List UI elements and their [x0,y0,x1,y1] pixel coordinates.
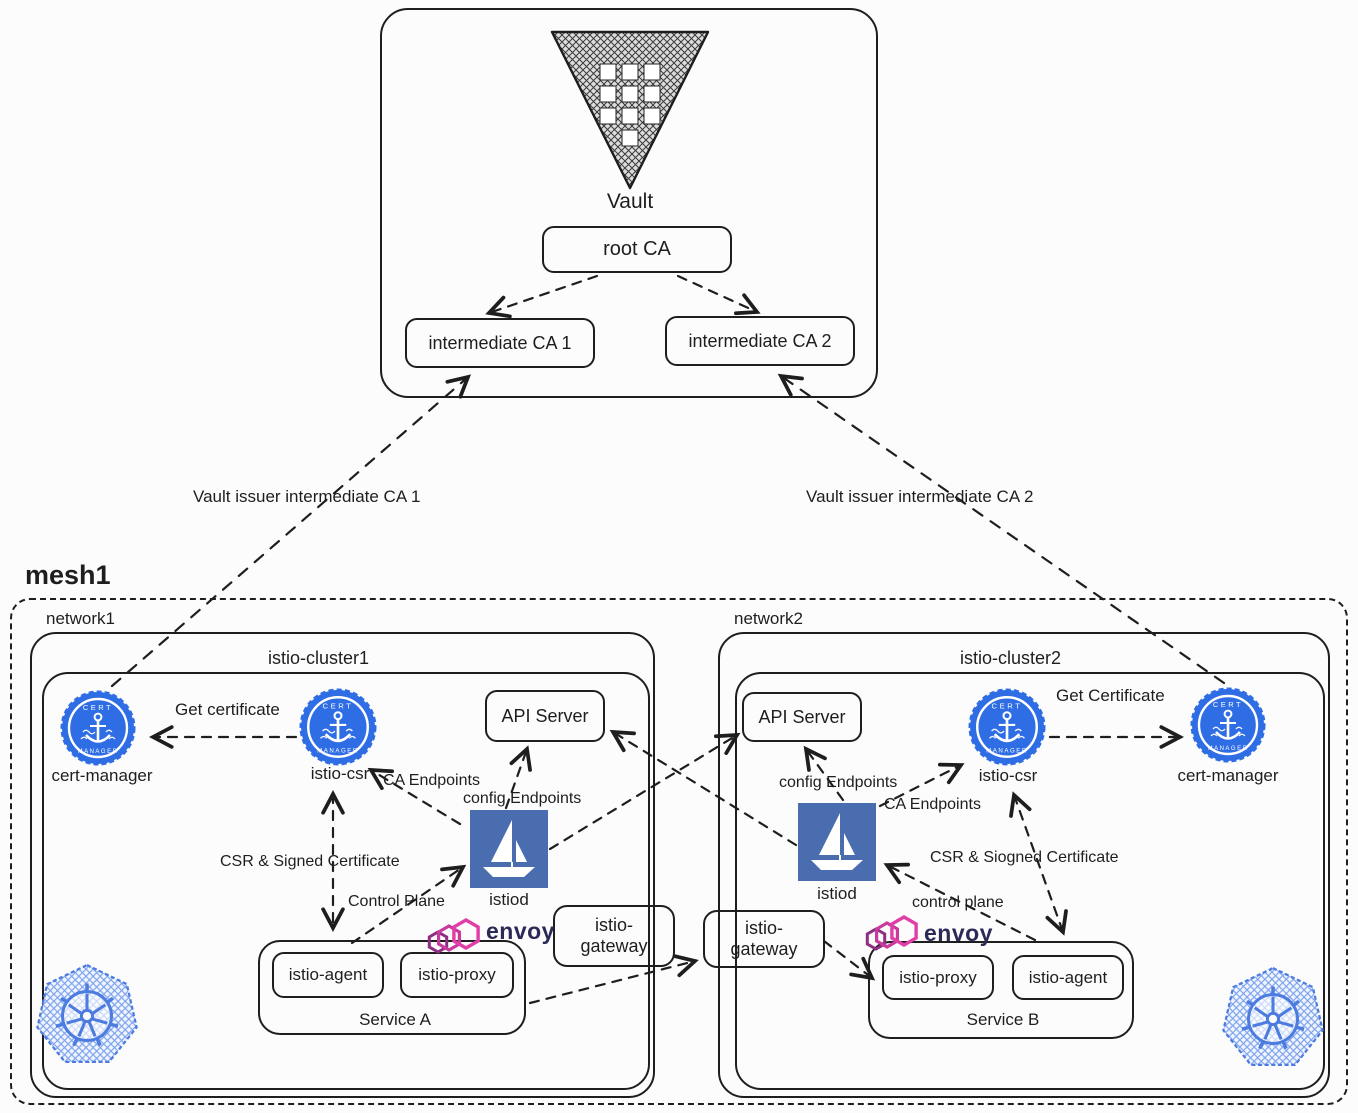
istio-proxy1-label: istio-proxy [418,965,496,984]
vault-container-box [380,8,878,398]
root-ca-label: root CA [603,238,671,260]
anchor-glyph [1210,709,1246,740]
edge-label-control-plane-1: Control Plane [348,893,445,910]
istio-csr-icon: CERT MANAGER [968,688,1046,766]
service-b-box [868,941,1134,1039]
intermediate-ca1-node: intermediate CA 1 [405,318,595,368]
istio-cluster1-label: istio-cluster1 [268,648,370,668]
api-server2-label: API Server [758,706,846,727]
istiod2-caption: istiod [817,884,857,903]
api-server1-label: API Server [501,705,589,726]
vault-logo-icon [550,30,710,190]
istiod1-caption: istiod [489,890,529,909]
vault-issuer-ca2-label: Vault issuer intermediate CA 2 [806,487,1034,506]
cert-manager2-caption: cert-manager [1177,766,1279,785]
anchor-glyph [989,711,1025,743]
edge-label-get-certificate-2: Get Certificate [1056,686,1165,705]
istio-cluster2-label: istio-cluster2 [960,648,1062,668]
istio-csr2-caption: istio-csr [978,766,1038,785]
cert-manager-icon: CERT MANAGER [60,690,136,766]
edge-label-csr-signed-2: CSR & Siogned Certificate [930,849,1119,866]
anchor-glyph [80,712,116,743]
istio-gateway1-label: istio-gateway [580,915,648,956]
anchor-glyph [320,711,356,743]
istio-proxy2-node: istio-proxy [882,955,994,1000]
istio-proxy2-label: istio-proxy [899,967,977,987]
edge-label-control-plane-2: control plane [912,894,1004,911]
istio-csr1-caption: istio-csr [310,764,370,783]
api-server2-node: API Server [742,692,862,742]
edge-label-ca-endpoints-2: CA Endpoints [884,796,981,813]
istio-agent1-label: istio-agent [288,965,368,984]
service-b-caption: Service B [966,1010,1040,1029]
envoy2-wordmark: envoy [924,920,993,946]
vault-logo-squares [599,63,661,147]
istio-agent2-node: istio-agent [1012,955,1124,1000]
intermediate-ca2-label: intermediate CA 2 [688,330,832,351]
vault-title: Vault [606,190,654,213]
istiod-icon [470,810,548,888]
edge-label-csr-signed-1: CSR & Signed Certificate [220,853,400,870]
cert-badge-top-text: CERT [991,702,1022,711]
cert-badge-top-text: CERT [1213,700,1243,709]
intermediate-ca2-node: intermediate CA 2 [665,316,855,366]
cert-manager1-caption: cert-manager [51,766,153,785]
istiod-icon [798,803,876,881]
intermediate-ca1-label: intermediate CA 1 [428,332,572,353]
istio-proxy1-node: istio-proxy [400,952,514,998]
istio-csr-icon: CERT MANAGER [299,688,377,766]
service-a-caption: Service A [359,1010,431,1029]
mesh-boundary-box [10,598,1348,1105]
api-server1-node: API Server [485,690,605,742]
kubernetes-icon [1222,966,1324,1066]
cert-badge-top-text: CERT [322,702,353,711]
envoy1-wordmark: envoy [486,918,555,944]
cert-badge-bottom-text: MANAGER [986,748,1028,755]
cert-badge-bottom-text: MANAGER [1208,746,1249,752]
envoy-logo-icon [865,915,918,951]
edge-label-config-endpoints-2: config Endpoints [779,774,898,791]
cert-manager-icon: CERT MANAGER [1190,687,1266,763]
envoy-logo-icon [427,918,480,954]
helm-wheel-glyph [1241,986,1305,1050]
root-ca-node: root CA [542,226,732,273]
network1-label: network1 [46,609,115,628]
istio-agent2-label: istio-agent [1028,967,1108,987]
cert-badge-bottom-text: MANAGER [78,749,119,755]
cert-badge-top-text: CERT [83,703,113,712]
istio-agent1-node: istio-agent [272,952,384,998]
network2-label: network2 [734,609,803,628]
cert-badge-bottom-text: MANAGER [317,748,359,755]
istio-gateway1-node: istio-gateway [553,905,675,967]
vault-issuer-ca1-label: Vault issuer intermediate CA 1 [193,487,421,506]
istio-gateway2-node: istio-gateway [703,910,825,968]
istio-gateway2-label: istio-gateway [730,918,798,959]
mesh-title: mesh1 [25,560,111,590]
helm-wheel-glyph [55,983,119,1047]
edge-label-ca-endpoints-1: CA Endpoints [383,772,480,789]
edge-label-get-certificate-1: Get certificate [175,700,280,719]
edge-label-config-endpoints-1: config Endpoints [463,790,582,807]
kubernetes-icon [36,963,138,1063]
